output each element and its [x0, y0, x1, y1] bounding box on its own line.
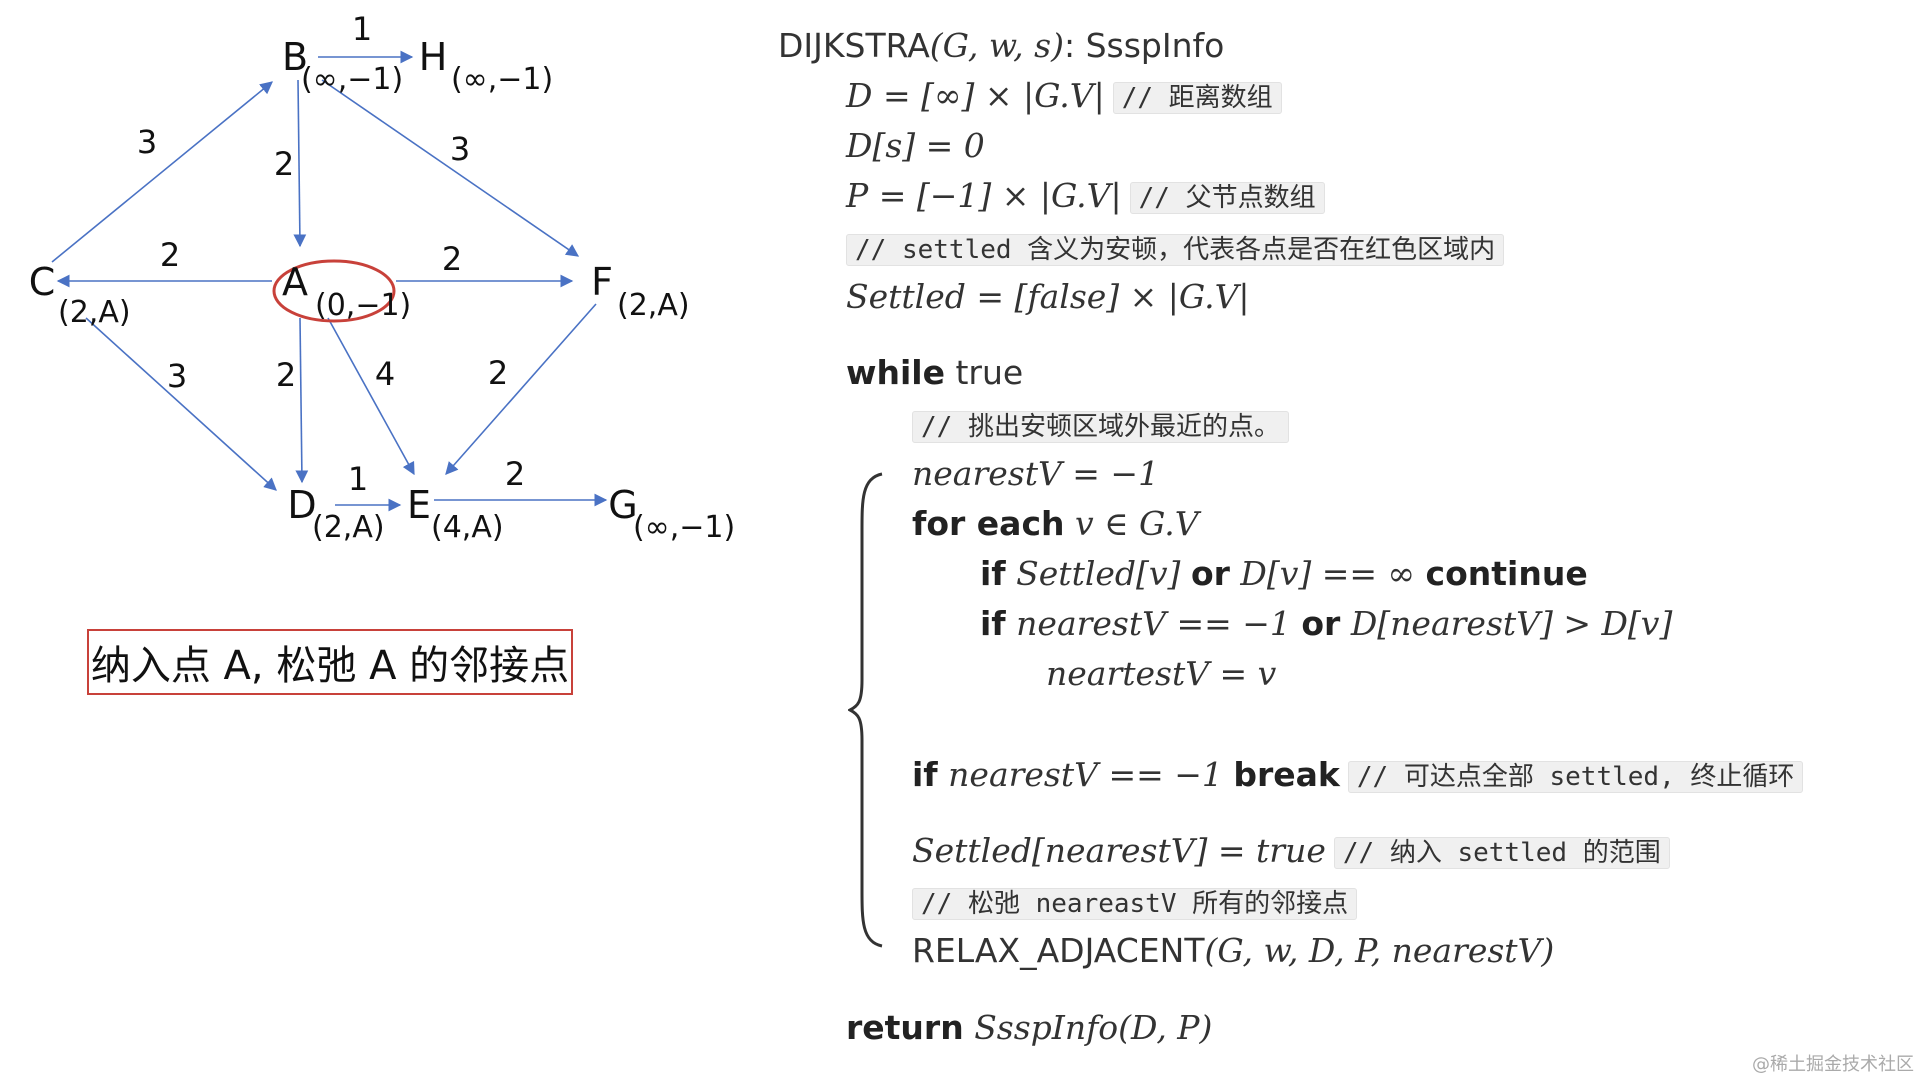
line-if-break: if nearestV == −1 break// 可达点全部 settled,…: [912, 753, 1804, 799]
line-source-zero: D[s] = 0: [846, 126, 985, 165]
node-d: D: [287, 483, 316, 527]
line-if-settled: if Settled[v] or D[v] == ∞ continue: [980, 554, 1588, 593]
edge-c-d: [85, 317, 277, 491]
edge-weight-b-f: 3: [450, 130, 470, 168]
edge-weight-b-a: 2: [274, 145, 294, 183]
node-e: E: [407, 483, 431, 527]
edge-weight-a-d: 2: [276, 356, 296, 394]
line-while: while true: [846, 353, 1024, 392]
edge-weight-b-h: 1: [352, 10, 372, 48]
edge-weight-e-g: 2: [505, 455, 525, 493]
line-relax-call: RELAX_ADJACENT(G, w, D, P, nearestV): [912, 931, 1555, 970]
line-relax-comment: // 松弛 neareastV 所有的邻接点: [912, 880, 1358, 926]
edge-weight-a-f: 2: [442, 240, 462, 278]
comment-parent-array: // 父节点数组: [1129, 181, 1325, 214]
edge-weight-d-e: 1: [348, 460, 368, 498]
while-body-brace: [848, 472, 883, 948]
edge-b-a: [293, 79, 307, 248]
nodes-layer: B(∞,−1)H(∞,−1)C(2,A)A(0,−1)F(2,A)D(2,A)E…: [29, 35, 735, 545]
highlight-ellipse: [272, 259, 396, 323]
edge-c-b: [51, 81, 273, 263]
line-if-nearer: if nearestV == −1 or D[nearestV] > D[v]: [980, 604, 1673, 643]
line-return: return SsspInfo(D, P): [846, 1008, 1213, 1047]
node-a: A: [282, 260, 308, 304]
edge-a-e: [327, 317, 415, 476]
edge-a-d: [295, 317, 309, 484]
edge-weight-a-e: 4: [375, 355, 395, 393]
node-dist-c: (2,A): [58, 295, 131, 330]
function-args: (G, w, s): [929, 26, 1064, 65]
line-pick-comment: // 挑出安顿区域外最近的点。: [912, 403, 1289, 449]
edge-weight-c-d: 3: [167, 357, 187, 395]
node-c: C: [29, 260, 56, 304]
watermark: @稀土掘金技术社区: [1752, 1054, 1914, 1075]
line-settled-comment: // settled 含义为安顿，代表各点是否在红色区域内: [846, 226, 1505, 272]
comment-break: // 可达点全部 settled, 终止循环: [1347, 760, 1804, 793]
node-dist-h: (∞,−1): [451, 62, 553, 97]
function-return-type: : SsspInfo: [1063, 26, 1225, 65]
line-distance-init: D = [∞] × |G.V|// 距离数组: [846, 74, 1282, 120]
edge-b-f: [321, 79, 580, 257]
node-dist-d: (2,A): [312, 510, 385, 545]
node-dist-b: (∞,−1): [301, 62, 403, 97]
function-name: DIJKSTRA: [778, 26, 930, 65]
comment-distance-array: // 距离数组: [1112, 81, 1282, 114]
function-signature: DIJKSTRA(G, w, s): SsspInfo: [778, 24, 1224, 68]
line-assign-nearest: neartestV = v: [1046, 654, 1277, 693]
line-settle-nearest: Settled[nearestV] = true// 纳入 settled 的范…: [912, 829, 1670, 875]
node-h: H: [419, 35, 448, 79]
node-dist-e: (4,A): [431, 510, 504, 545]
comment-settle: // 纳入 settled 的范围: [1333, 836, 1670, 869]
step-caption: 纳入点 A, 松弛 A 的邻接点: [87, 629, 573, 695]
line-nearest-init: nearestV = −1: [912, 454, 1160, 493]
node-dist-a: (0,−1): [315, 288, 411, 323]
line-settled-init: Settled = [false] × |G.V|: [846, 277, 1250, 316]
line-for-each: for each v ∈ G.V: [912, 504, 1199, 543]
edge-weight-f-e: 2: [488, 354, 508, 392]
edge-weight-c-b: 3: [137, 123, 157, 161]
node-dist-g: (∞,−1): [633, 510, 735, 545]
node-f: F: [591, 260, 613, 304]
line-parent-init: P = [−1] × |G.V|// 父节点数组: [846, 174, 1325, 220]
node-b: B: [282, 35, 308, 79]
node-dist-f: (2,A): [617, 288, 690, 323]
node-g: G: [608, 483, 637, 527]
edge-f-e: [445, 303, 597, 475]
edges-layer: 1 3 2 3 2 2 3 2 4 2 1 2: [51, 10, 608, 512]
edge-weight-a-c: 2: [160, 236, 180, 274]
